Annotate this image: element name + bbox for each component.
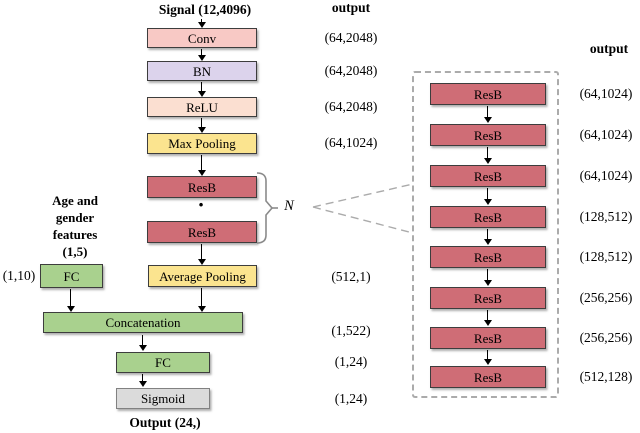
expanded-resb-box-2: ResB — [430, 124, 546, 146]
arrow-conv-bn — [197, 49, 206, 61]
expanded-resb-box-4: ResB — [430, 206, 546, 228]
arrow-expanded-3 — [483, 188, 492, 205]
arrow-concat-fc — [138, 335, 147, 351]
expanded-output-value-4: (128,512) — [579, 209, 633, 224]
arrow-expanded-5 — [483, 269, 492, 286]
relu-box: ReLU — [147, 97, 257, 117]
expanded-output-value-8: (512,128) — [579, 369, 633, 384]
output-value-max-pooling: (64,1024) — [324, 135, 378, 150]
output-value-fc: (1,24) — [334, 354, 368, 369]
arrow-avgpool-concat — [197, 288, 206, 312]
group-brace — [256, 172, 278, 244]
output-value-bn: (64,2048) — [324, 63, 378, 78]
average-pooling-box: Average Pooling — [148, 265, 257, 287]
output-value-conv: (64,2048) — [324, 30, 378, 45]
final-output-label: Output (24,) — [129, 415, 201, 430]
arrow-fcbranch-concat — [66, 289, 75, 312]
expanded-output-value-2: (64,1024) — [579, 127, 633, 142]
fc-box-branch: FC — [40, 264, 103, 288]
output-value-sigmoid: (1,24) — [334, 391, 368, 406]
expanded-output-value-6: (256,256) — [579, 290, 633, 305]
sigmoid-box: Sigmoid — [116, 388, 210, 409]
arrow-bn-relu — [197, 82, 206, 97]
expanded-resb-box-8: ResB — [430, 366, 546, 388]
arrow-expanded-2 — [483, 147, 492, 164]
expanded-output-value-1: (64,1024) — [579, 86, 633, 101]
expanded-output-value-3: (64,1024) — [579, 168, 633, 183]
fc-box-final: FC — [116, 352, 210, 373]
expanded-view-container — [412, 71, 559, 398]
arrow-expanded-7 — [483, 350, 492, 365]
signal-label: Signal (12,4096) — [158, 2, 252, 17]
expanded-resb-box-7: ResB — [430, 327, 546, 349]
output-column-header-left: output — [331, 0, 371, 15]
bn-box: BN — [147, 61, 257, 81]
arrow-maxpool-resb — [197, 155, 206, 176]
output-value-average-pooling: (512,1) — [331, 269, 371, 284]
output-value-relu: (64,2048) — [324, 99, 378, 114]
conv-box: Conv — [147, 28, 257, 48]
fc-branch-output-value: (1,10) — [2, 268, 36, 283]
expanded-resb-box-6: ResB — [430, 287, 546, 309]
expanded-resb-box-5: ResB — [430, 246, 546, 268]
expanded-output-value-7: (256,256) — [579, 330, 633, 345]
resb-box-top: ResB — [147, 176, 257, 198]
expanded-output-value-5: (128,512) — [579, 249, 633, 264]
arrow-relu-maxpool — [197, 118, 206, 133]
concatenation-box: Concatenation — [43, 312, 243, 333]
arrow-expanded-6 — [483, 310, 492, 326]
resb-box-bottom: ResB — [147, 221, 257, 243]
arrow-expanded-4 — [483, 229, 492, 245]
expanded-resb-box-3: ResB — [430, 165, 546, 187]
arrow-expanded-1 — [483, 106, 492, 123]
expansion-lines — [312, 183, 414, 234]
expanded-resb-box-1: ResB — [430, 83, 546, 105]
arrow-resb-avgpool — [197, 244, 206, 265]
age-gender-features-label: Age and gender features (1,5) — [52, 193, 98, 259]
arrow-signal-conv — [197, 19, 206, 28]
max-pooling-box: Max Pooling — [147, 133, 257, 154]
ellipsis-dot: · — [197, 192, 205, 217]
output-column-header-right: output — [589, 41, 629, 56]
arrow-fc-sigmoid — [138, 374, 147, 387]
output-value-concatenation: (1,522) — [331, 323, 371, 338]
repeat-count-label: N — [284, 198, 294, 214]
